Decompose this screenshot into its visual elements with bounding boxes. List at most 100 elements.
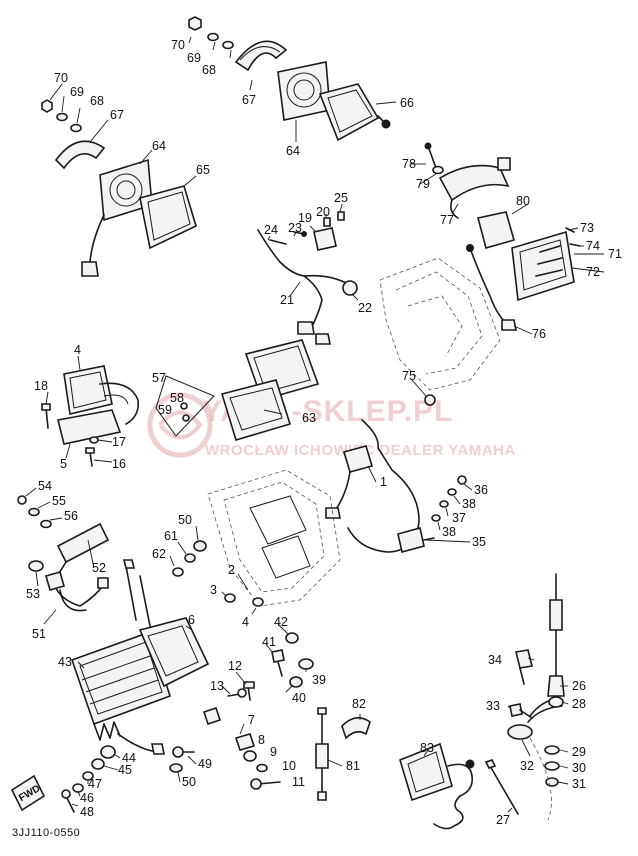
part-bolt-12 [243,681,255,701]
callout-67b: 67 [110,108,124,122]
part-bolt-41 [271,649,285,677]
part-box-6 [122,559,210,688]
callout-54: 54 [38,479,52,493]
callout-69a: 69 [187,51,201,65]
callout-74: 74 [586,239,600,253]
callout-8: 8 [258,733,265,747]
callout-53: 53 [26,587,40,601]
callout-78: 78 [402,157,416,171]
callout-5: 5 [60,457,67,471]
module-83-group [399,742,475,830]
callout-67a: 67 [242,93,256,107]
callout-70a: 70 [171,38,185,52]
callout-33: 33 [486,699,500,713]
callout-4b: 4 [242,615,249,629]
part-washer-38a [447,488,457,496]
callout-68b: 68 [90,94,104,108]
callout-51: 51 [32,627,46,641]
callout-65: 65 [196,163,210,177]
callout-82: 82 [352,697,366,711]
callout-4: 4 [74,343,81,357]
callout-16: 16 [112,457,126,471]
part-module-83 [399,742,475,830]
callout-24: 24 [264,223,278,237]
part-antenna-26 [547,573,565,697]
part-bolt-49 [172,746,195,758]
part-washer-68b [70,123,82,133]
part-washer-55 [28,507,40,517]
callout-1: 1 [380,475,387,489]
callout-31: 31 [572,777,586,791]
part-grommet-53 [28,560,44,572]
part-bolt-13 [227,688,247,698]
part-collar-40 [289,676,303,688]
part-bracket-5 [57,382,140,445]
callout-76: 76 [532,327,546,341]
antenna-bracket-group [410,142,605,335]
part-cover-67b [54,140,106,170]
callout-32: 32 [520,759,534,773]
part-housing-2 [207,469,341,607]
callout-42: 42 [274,615,288,629]
callout-50b: 50 [182,775,196,789]
callout-50a: 50 [178,513,192,527]
callout-56: 56 [64,509,78,523]
callout-45: 45 [118,763,132,777]
callout-22: 22 [358,301,372,315]
part-pad-80 [477,211,515,249]
lower-left-parts-group: FWD [10,733,197,813]
callout-18: 18 [34,379,48,393]
part-connector-25 [337,211,345,221]
part-washer-29 [544,745,560,755]
watermark-logo-icon [147,392,213,458]
callout-21: 21 [280,293,294,307]
callout-48: 48 [80,805,94,819]
callout-11: 11 [292,775,305,789]
callout-49: 49 [198,757,212,771]
part-screw-3b [252,597,264,607]
part-washer-45 [91,758,105,770]
part-nut-70a [188,16,202,31]
part-screw-59 [182,414,190,422]
callout-3: 3 [210,583,217,597]
callout-52: 52 [92,561,106,575]
speaker-right-group [188,16,397,142]
callout-47: 47 [88,777,102,791]
speaker-left-group [41,83,197,277]
part-clip-34 [515,649,533,685]
fasteners-lower-group [234,723,281,790]
part-harness-1 [325,419,420,541]
part-washer-68a [222,40,234,50]
watermark: YAMA-SKLEP.PL WROCŁAW ICHOWIEC DEALER YA… [147,392,515,459]
part-clamp-7 [202,706,222,726]
part-harness-51 [45,571,109,612]
callout-62: 62 [152,547,166,561]
antenna-group [484,573,569,821]
callout-61: 61 [164,529,178,543]
part-bolt-18 [41,403,51,429]
part-washer-30 [544,761,560,771]
part-clip-82 [341,717,371,740]
callout-35: 35 [472,535,486,549]
switch-harness-group [257,203,359,345]
part-speaker-64a [277,61,331,121]
part-screw-24 [269,239,287,245]
callout-30: 30 [572,761,586,775]
part-screw-3a [224,593,236,603]
part-mount-arm [117,733,165,755]
callout-26: 26 [572,679,586,693]
callout-28: 28 [572,697,586,711]
part-washer-10 [256,763,268,773]
part-bolt-48 [61,789,75,813]
callout-labels: 70 69 68 67 66 64 70 69 68 67 64 65 78 7… [26,38,622,827]
callout-64b: 64 [152,139,166,153]
callout-77: 77 [440,213,454,227]
fairing-frame-group [379,257,501,391]
part-washer-50b [169,763,183,773]
callout-58: 58 [170,391,184,405]
fuse-holder-group [315,707,371,801]
callout-63: 63 [302,411,316,425]
part-washer-69a [207,32,219,42]
part-screw-20 [323,217,331,227]
fwd-tag: FWD [10,774,46,812]
